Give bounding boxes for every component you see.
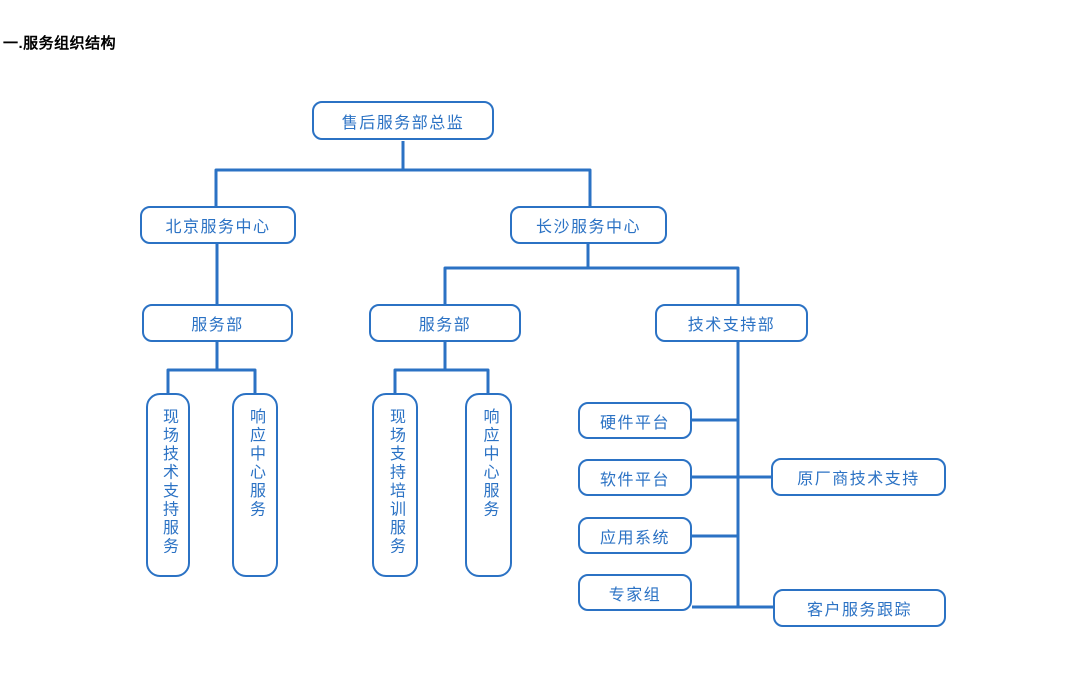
node-director: 售后服务部总监 bbox=[312, 101, 494, 140]
node-label: 客户服务跟踪 bbox=[806, 602, 912, 619]
node-customer-service-tracking: 客户服务跟踪 bbox=[773, 589, 946, 627]
node-label: 响应中心服务 bbox=[247, 408, 264, 519]
node-software-platform: 软件平台 bbox=[578, 459, 692, 496]
section-heading: 一.服务组织结构 bbox=[3, 35, 117, 52]
node-label: 服务部 bbox=[191, 317, 244, 334]
node-hardware-platform: 硬件平台 bbox=[578, 402, 692, 439]
node-label: 技术支持部 bbox=[687, 317, 776, 334]
node-label: 服务部 bbox=[418, 317, 472, 334]
node-label: 硬件平台 bbox=[599, 414, 670, 432]
node-label: 专家组 bbox=[608, 586, 662, 604]
node-response-center-service-bj: 响应中心服务 bbox=[232, 393, 278, 577]
node-label: 北京服务中心 bbox=[165, 219, 271, 236]
edge-changsha-to-depts bbox=[443, 244, 740, 304]
node-beijing-service-dept: 服务部 bbox=[142, 304, 293, 342]
node-label: 现场支持培训服务 bbox=[387, 408, 404, 556]
node-changsha-service-dept: 服务部 bbox=[369, 304, 521, 342]
edge-director-to-centers bbox=[214, 141, 592, 206]
node-label: 响应中心服务 bbox=[480, 408, 498, 519]
node-oem-tech-support: 原厂商技术支持 bbox=[771, 458, 946, 496]
node-label: 应用系统 bbox=[599, 529, 670, 547]
node-label: 软件平台 bbox=[599, 471, 670, 489]
node-response-center-service-cs: 响应中心服务 bbox=[465, 393, 512, 577]
edge-bj-dept-to-services bbox=[166, 342, 257, 393]
node-label: 原厂商技术支持 bbox=[797, 471, 920, 488]
node-changsha-service-center: 长沙服务中心 bbox=[510, 206, 667, 244]
edge-cs-dept-to-services bbox=[393, 342, 490, 393]
node-onsite-tech-support-service: 现场技术支持服务 bbox=[146, 393, 190, 577]
node-application-system: 应用系统 bbox=[578, 517, 692, 554]
node-label: 长沙服务中心 bbox=[535, 219, 641, 236]
node-label: 现场技术支持服务 bbox=[160, 408, 177, 556]
node-label: 售后服务部总监 bbox=[341, 114, 465, 132]
node-beijing-service-center: 北京服务中心 bbox=[140, 206, 296, 244]
node-onsite-support-training-service: 现场支持培训服务 bbox=[372, 393, 418, 577]
node-tech-support-dept: 技术支持部 bbox=[655, 304, 808, 342]
node-expert-group: 专家组 bbox=[578, 574, 692, 611]
